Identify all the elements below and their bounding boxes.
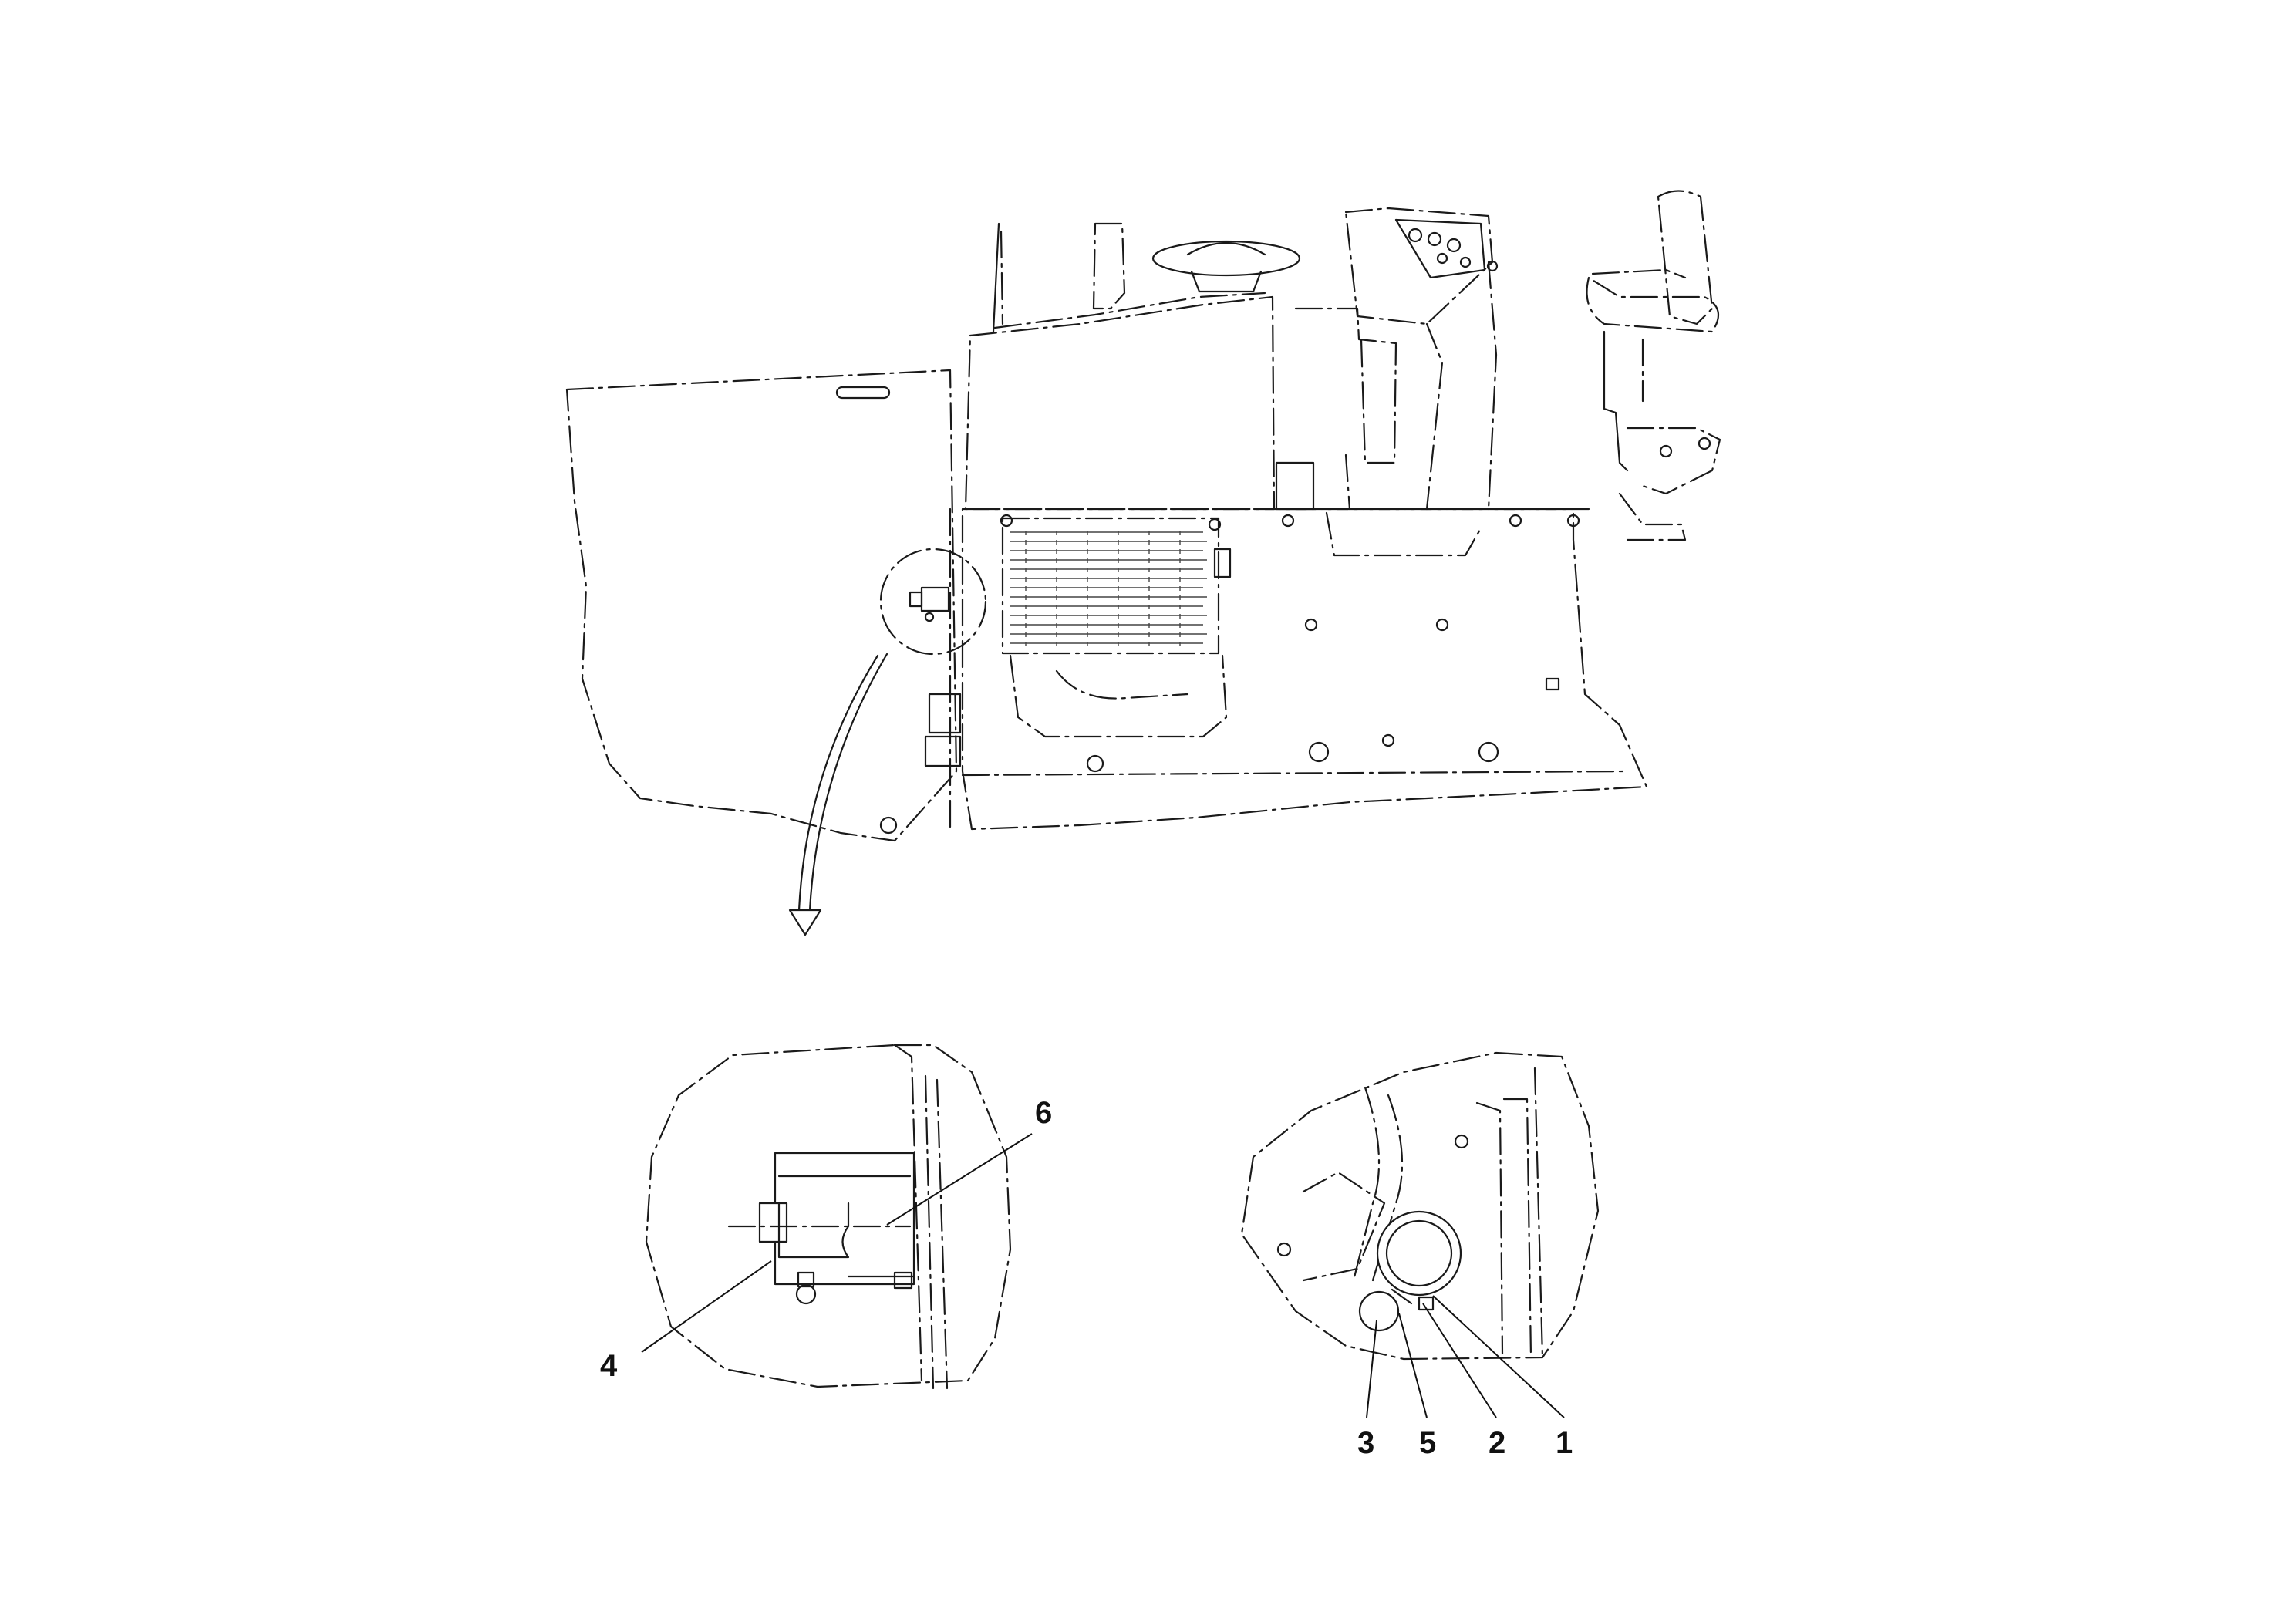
- callout-label-2: 2: [1489, 1426, 1505, 1460]
- detail-left-outline: [645, 1044, 1012, 1388]
- detail-right-outline: [1240, 1051, 1600, 1361]
- detail-left-component: [727, 1152, 915, 1305]
- callout-label-6: 6: [1035, 1096, 1052, 1130]
- control-console: [1344, 207, 1499, 511]
- detail-arrowhead: [788, 909, 822, 936]
- detail-view-left: [645, 1044, 1012, 1390]
- callout-label-3: 3: [1357, 1426, 1374, 1460]
- operator-seat: [1586, 190, 1721, 541]
- air-cleaner: [1151, 240, 1301, 293]
- callout-label-1: 1: [1556, 1426, 1573, 1460]
- callout-label-5: 5: [1419, 1426, 1436, 1460]
- left-panel: [565, 369, 958, 842]
- leader-2: [1422, 1303, 1497, 1418]
- access-panel: [1009, 654, 1228, 738]
- engine-hood: [964, 295, 1276, 511]
- control-column: [1294, 307, 1397, 464]
- callout-label-4: 4: [600, 1349, 618, 1383]
- panel-slot: [835, 386, 891, 400]
- detail-marker-circle: [879, 548, 987, 656]
- detail-right-component: [1358, 1210, 1462, 1332]
- leader-6: [886, 1133, 1033, 1226]
- callouts: 4 6 3 5 2 1: [600, 1096, 1573, 1460]
- detail-marker-part: [909, 586, 950, 622]
- detail-arrow: [808, 653, 888, 912]
- frame-body: [961, 508, 1648, 831]
- leader-5: [1398, 1313, 1428, 1418]
- radiator-grille: [1001, 517, 1220, 655]
- leader-4: [641, 1260, 772, 1353]
- leader-3: [1366, 1320, 1377, 1418]
- detail-view-right: [1240, 1051, 1600, 1361]
- leader-1: [1432, 1295, 1565, 1418]
- machine-overview: [565, 190, 1721, 936]
- exhaust-stack: [1092, 222, 1126, 310]
- panel-bolt: [879, 816, 898, 835]
